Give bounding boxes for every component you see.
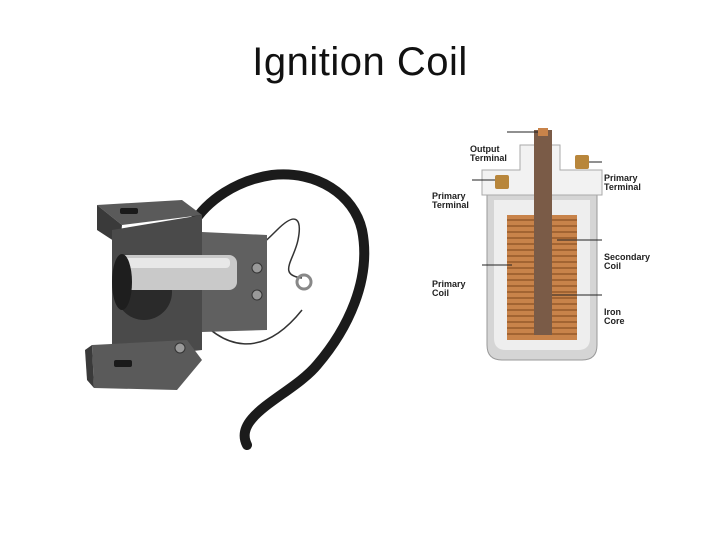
lead-wire (187, 169, 370, 450)
primary-terminal-left-post (495, 175, 509, 189)
ring-terminal (295, 273, 313, 291)
coil-cutaway-diagram (472, 128, 603, 361)
lamination-top (97, 200, 202, 225)
iron-core-shape (534, 130, 552, 335)
ignition-coil-photo (85, 169, 370, 450)
primary-terminal-right-post (575, 155, 589, 169)
lamination-bottom (92, 340, 202, 390)
slide-title: Ignition Coil (252, 40, 468, 84)
